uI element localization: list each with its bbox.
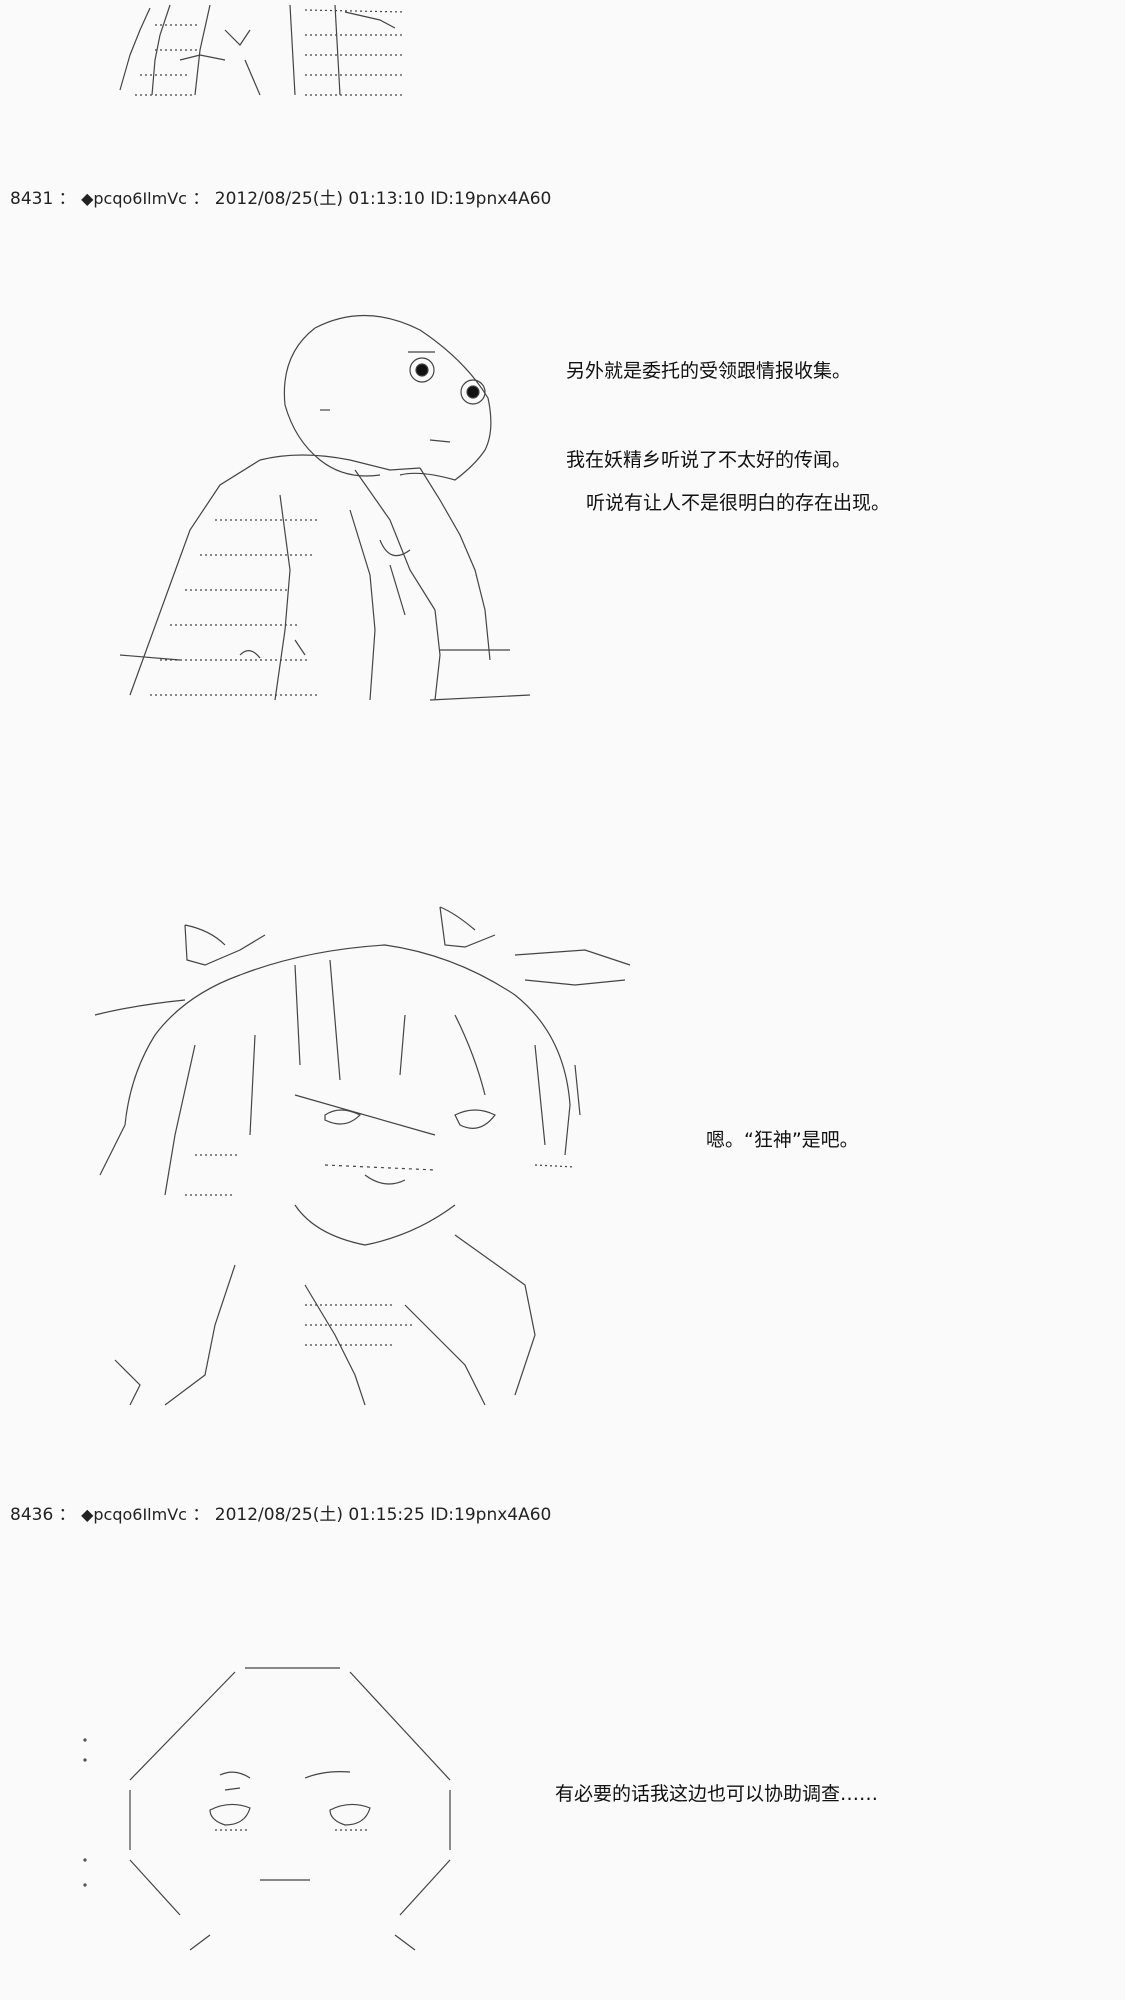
ascii-art-top-partial — [60, 0, 440, 110]
dialog-line: 有必要的话我这边也可以协助调查…… — [555, 1783, 879, 1805]
post-trip: ◆pcqo6IlmVc — [81, 189, 187, 208]
post-header-8436: 8436 ： ◆pcqo6IlmVc ： 2012/08/25(土) 01:15… — [10, 1500, 551, 1525]
post-separator: ： — [58, 189, 76, 209]
dialog-line: 听说有让人不是很明白的存在出现。 — [586, 491, 891, 514]
post-date: 2012/08/25(土) 01:13:10 — [214, 189, 425, 209]
dialog-line: 我在妖精乡听说了不太好的传闻。 — [566, 448, 852, 471]
post-number: 8436 — [10, 1505, 54, 1525]
post-number: 8431 — [10, 189, 54, 209]
ascii-art-girl-with-ribbon — [55, 905, 635, 1415]
post-separator: ： — [192, 1505, 210, 1525]
dialog-line: 嗯。“狂神”是吧。 — [706, 1129, 859, 1151]
ascii-art-round-head-character — [90, 310, 560, 720]
post-id: ID:19pnx4A60 — [430, 189, 552, 209]
post-date: 2012/08/25(土) 01:15:25 — [214, 1505, 425, 1525]
post-header-8431: 8431 ： ◆pcqo6IlmVc ： 2012/08/25(土) 01:13… — [10, 184, 551, 209]
dialog-block-1: 另外就是委托的受领跟情报收集。 我在妖精乡听说了不太好的传闻。 听说有让人不是很… — [566, 360, 890, 533]
dialog-line: 另外就是委托的受领跟情报收集。 — [566, 360, 852, 382]
post-separator: ： — [58, 1505, 76, 1525]
post-id: ID:19pnx4A60 — [430, 1505, 552, 1525]
post-trip: ◆pcqo6IlmVc — [81, 1505, 187, 1524]
dialog-block-3: 有必要的话我这边也可以协助调查…… — [555, 1783, 878, 1825]
post-separator: ： — [192, 189, 210, 209]
dialog-block-2: 嗯。“狂神”是吧。 — [706, 1129, 859, 1171]
ascii-art-octagon-face — [55, 1660, 475, 1950]
